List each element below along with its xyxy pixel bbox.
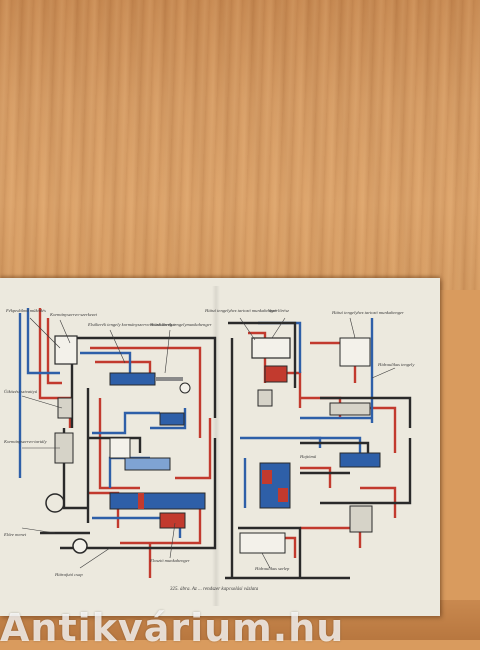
red-line [360,486,397,518]
valve-block [264,365,288,383]
cylinder [339,452,381,468]
red-line [98,398,140,490]
pedal-wheel [45,493,65,513]
label: Hidraulikus szelep [254,566,290,571]
leader-line [164,329,171,374]
valve-body [57,397,73,419]
cylinder-rod [155,377,183,381]
leader-line [21,527,56,534]
gauge [179,382,191,394]
blue-line [92,411,160,435]
leader-line [109,329,126,364]
leader-line [169,522,176,559]
tank-box [339,337,371,367]
leader-line [79,547,111,569]
label: Fékpedálmű működés [5,308,46,313]
cylinder [159,412,185,426]
tank-box [109,437,131,459]
red-line [120,508,202,545]
leader-line [271,317,286,339]
red-line [175,418,212,480]
label: Előre menet [3,532,27,537]
book-page: Fékpedálmű működés Kormányszervo-szerkez… [0,278,440,616]
label: Kormányszervo-tartály [3,439,48,444]
label: Hidraulikus tengely [377,362,415,367]
leader-line [239,317,256,341]
label: Hajtómű [299,454,317,459]
distributor-red [278,488,288,502]
red-line [46,318,62,385]
leader-line [59,319,71,344]
cylinder [329,402,371,416]
cylinder [109,372,156,386]
figure-caption: 325. ábra. Az ... rendszer kapcsolási vá… [170,587,259,592]
pulley [72,538,88,554]
leader-line [21,395,63,409]
label: Hátrafutó csap [54,572,83,577]
dark-line [238,526,302,578]
blue-line [150,408,187,430]
leader-line [29,317,61,349]
label: Elsőkerék tengely kormányszervo-munkahen… [87,322,176,327]
control-box [251,337,291,359]
label: Hátsó tengelyhez tartozó munkahenger [204,308,277,313]
red-line [90,346,202,438]
leader-line [261,552,271,569]
cylinder-piston [138,493,144,509]
label: Ütközési szivattyú [4,389,38,394]
dark-line [88,436,142,453]
bottom-box [239,532,286,554]
dark-line [320,438,412,505]
label: Elosztó munkahenger [149,558,190,563]
distributor-red [262,470,272,484]
hydraulic-schematic: Fékpedálmű működés Kormányszervo-szerkez… [3,308,415,592]
watermark: Antikvárium.hu [0,606,345,650]
label: Vezérlőrész [268,308,289,313]
label: Hátsó kerék tengelymunkahenger [149,322,212,327]
leader-line [349,317,356,339]
leader-line [371,367,396,379]
reservoir-box [54,335,78,365]
label: Hátsó tengelyhez tartozó munkahenger [331,310,404,315]
valve-block [257,389,273,407]
valve-block [124,457,171,471]
blue-line [80,351,132,378]
valve-block [159,512,186,529]
dark-line [228,321,297,388]
main-cylinder [109,492,206,510]
dark-line [320,396,412,428]
label: Kormányszervo-szerkezet [49,312,98,317]
wooden-table-top [0,0,480,290]
blue-line [26,308,60,375]
cylinder [349,505,373,533]
red-line [300,466,332,488]
